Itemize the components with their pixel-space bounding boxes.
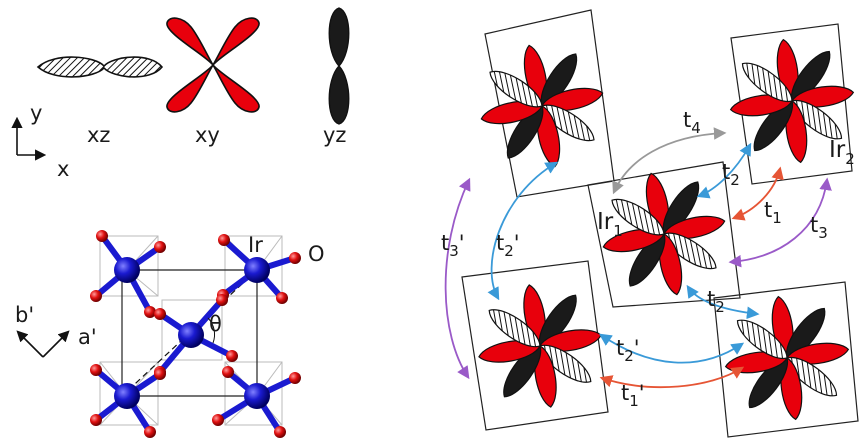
yz-orbital-icon bbox=[328, 7, 350, 125]
t2p-left-arrow bbox=[487, 161, 559, 301]
hatched-lobe bbox=[611, 198, 665, 236]
lattice-axes-glyph: b' a' bbox=[15, 303, 97, 358]
t2-lower-label: t2 bbox=[707, 287, 725, 316]
flower-top-right bbox=[729, 38, 855, 164]
hatched-lobe bbox=[741, 62, 793, 103]
xz-label: xz bbox=[87, 123, 110, 147]
xz-orbital-icon bbox=[36, 56, 164, 78]
a-prime-label: a' bbox=[78, 325, 97, 349]
lattice-structure: Ir O θ bbox=[90, 230, 325, 438]
hopping-diagram: Ir1 Ir2 t4 t2 t1 t3 t2 t3' t2' t2' t1' bbox=[441, 9, 859, 438]
t2-upper-arrow bbox=[696, 142, 752, 199]
t3p-label: t3' bbox=[441, 231, 465, 260]
t2p-lower-arrow bbox=[598, 333, 745, 364]
t2p-left-label: t2' bbox=[496, 231, 520, 260]
t4-arrow bbox=[612, 127, 727, 195]
tile-bottom-right bbox=[713, 281, 859, 438]
t1p-arrow bbox=[599, 366, 745, 389]
xy-label: xy bbox=[195, 123, 220, 147]
xy-orbital-icon bbox=[166, 17, 260, 113]
t1-label: t1 bbox=[764, 198, 782, 227]
hatched-lobe bbox=[736, 319, 788, 360]
x-axis-label: x bbox=[57, 157, 69, 181]
y-axis-label: y bbox=[30, 101, 42, 125]
orbital-legend: xz xy yz bbox=[36, 7, 350, 147]
theta-label: θ bbox=[209, 312, 222, 336]
hatched-lobe bbox=[488, 309, 541, 348]
b-prime-label: b' bbox=[15, 303, 34, 327]
t3-arrow bbox=[728, 177, 832, 268]
tile-top-right bbox=[730, 23, 853, 185]
hatched-lobe bbox=[489, 70, 543, 108]
yz-label: yz bbox=[323, 123, 346, 147]
ir1-label: Ir1 bbox=[597, 209, 623, 240]
flower-bottom-left bbox=[478, 284, 602, 408]
iridium-atoms bbox=[114, 257, 270, 409]
ir2-label: Ir2 bbox=[829, 137, 855, 168]
flower-top-left bbox=[480, 44, 604, 168]
t2p-lower-label: t2' bbox=[616, 336, 640, 365]
t2-upper-label: t2 bbox=[722, 160, 740, 189]
t2-lower-arrow bbox=[686, 284, 760, 320]
t3-label: t3 bbox=[810, 213, 828, 242]
ir-atom-label: Ir bbox=[248, 233, 263, 257]
t4-label: t4 bbox=[683, 108, 701, 137]
flower-bottom-right bbox=[724, 295, 850, 421]
xy-axes-glyph: y x bbox=[11, 101, 69, 181]
t1p-label: t1' bbox=[621, 381, 645, 410]
flower-center bbox=[602, 172, 726, 296]
t3p-arrow bbox=[444, 177, 471, 380]
o-atom-label: O bbox=[308, 242, 325, 266]
oxygen-atoms bbox=[90, 230, 301, 438]
